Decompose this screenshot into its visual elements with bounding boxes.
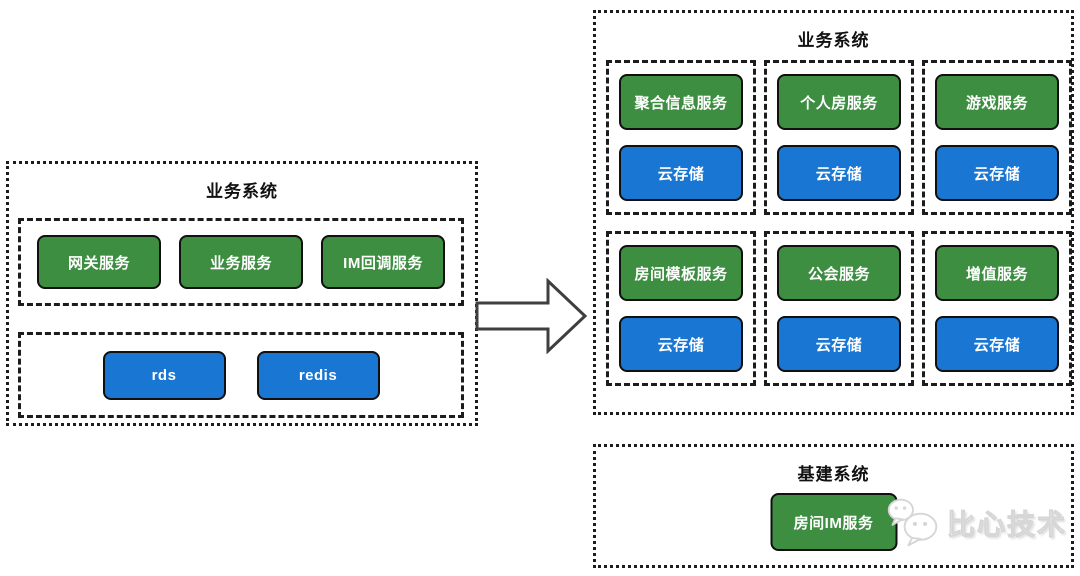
service-cell: 公会服务 云存储: [764, 231, 914, 386]
cloud-storage-node: 云存储: [935, 316, 1059, 372]
cloud-storage-node: 云存储: [619, 316, 743, 372]
business-service-node: 业务服务: [179, 235, 303, 289]
rds-node: rds: [102, 350, 226, 400]
service-cell: 游戏服务 云存储: [922, 60, 1072, 215]
cloud-storage-node: 云存储: [619, 145, 743, 201]
service-cell: 房间模板服务 云存储: [606, 231, 756, 386]
service-cell: 增值服务 云存储: [922, 231, 1072, 386]
infrastructure-system-title: 基建系统: [797, 465, 870, 484]
room-im-service-node: 房间IM服务: [770, 493, 897, 551]
service-cells-grid: 聚合信息服务 云存储 个人房服务 云存储 游戏服务 云存储 房间模板服务 云存储…: [606, 60, 1072, 386]
im-callback-service-node: IM回调服务: [321, 235, 445, 289]
right-business-system-box: 业务系统 聚合信息服务 云存储 个人房服务 云存储 游戏服务 云存储 房间模板服…: [593, 10, 1074, 415]
game-service-node: 游戏服务: [935, 74, 1059, 130]
room-template-service-node: 房间模板服务: [619, 245, 743, 301]
cloud-storage-node: 云存储: [777, 145, 901, 201]
left-business-system-box: 业务系统 网关服务 业务服务 IM回调服务 rds redis: [6, 161, 478, 426]
value-added-service-node: 增值服务: [935, 245, 1059, 301]
cloud-storage-node: 云存储: [935, 145, 1059, 201]
redis-node: redis: [256, 350, 380, 400]
right-arrow-icon: [475, 278, 588, 354]
service-cell: 聚合信息服务 云存储: [606, 60, 756, 215]
gateway-service-node: 网关服务: [37, 235, 161, 289]
left-system-title: 业务系统: [206, 182, 278, 201]
personal-room-service-node: 个人房服务: [777, 74, 901, 130]
left-datastore-group: rds redis: [18, 332, 464, 418]
right-system-title: 业务系统: [797, 31, 870, 50]
left-services-group: 网关服务 业务服务 IM回调服务: [18, 218, 464, 306]
infrastructure-system-box: 基建系统 房间IM服务: [593, 444, 1074, 568]
aggregate-info-service-node: 聚合信息服务: [619, 74, 743, 130]
service-cell: 个人房服务 云存储: [764, 60, 914, 215]
guild-service-node: 公会服务: [777, 245, 901, 301]
cloud-storage-node: 云存储: [777, 316, 901, 372]
